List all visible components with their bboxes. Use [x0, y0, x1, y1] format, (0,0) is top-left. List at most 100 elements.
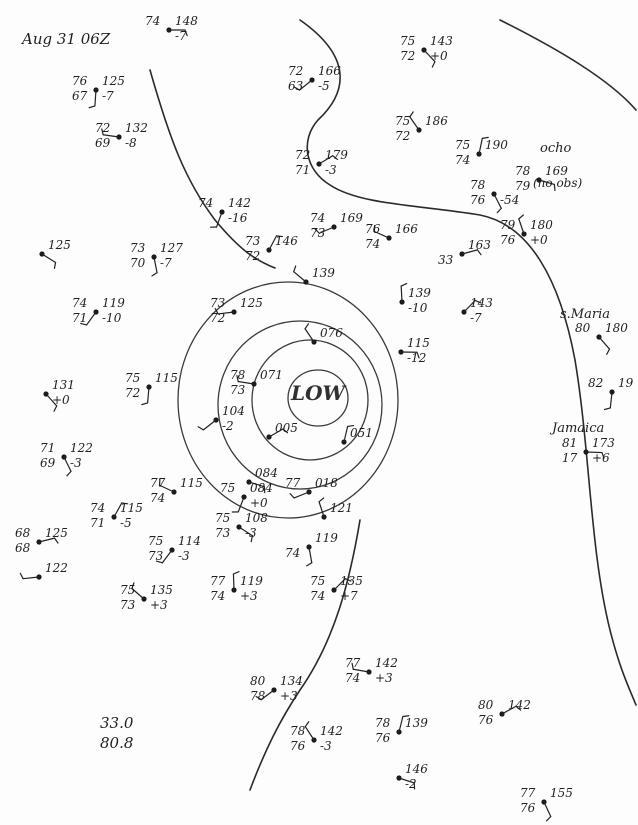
station-pressure: 132 [125, 121, 148, 135]
wind-barb [304, 725, 315, 741]
station-pressure: 143 [430, 34, 453, 48]
place-jamaica: Jamaica [549, 421, 604, 436]
station-pressure: 19 [618, 376, 634, 390]
wind-feather [318, 497, 325, 503]
station-dewpoint: 69 [40, 456, 56, 470]
station-pressure: 155 [550, 786, 573, 800]
wind-feather [80, 322, 88, 326]
wind-feather [409, 111, 414, 118]
station-s31: 005 [266, 421, 298, 440]
station-tendency: -3 [320, 739, 332, 753]
station-pressure: 122 [45, 561, 68, 575]
wind-barb [318, 501, 325, 518]
station-pressure: 127 [160, 241, 183, 255]
station-temp: 76 [365, 222, 381, 236]
station-pressure: 071 [260, 368, 283, 382]
station-s21: 139 [293, 265, 335, 285]
isobar-core [287, 369, 349, 427]
wind-barb [398, 777, 415, 784]
station-tendency: -12 [407, 351, 426, 365]
wind-barb [585, 451, 603, 454]
wind-feather [282, 428, 289, 434]
isobar-inner [251, 339, 369, 461]
station-temp: 77 [285, 476, 301, 490]
station-temp: 72 [288, 64, 303, 78]
wind-feather [431, 61, 436, 68]
station-temp: 74 [72, 296, 87, 310]
station-pressure: 115 [155, 371, 178, 385]
wind-barb [609, 391, 613, 409]
station-pressure: 146 [275, 234, 298, 248]
wind-barb [63, 456, 72, 472]
station-temp: 73 [245, 234, 261, 248]
wind-feather [250, 535, 254, 543]
station-temp: 78 [470, 178, 486, 192]
station-temp: 82 [588, 376, 603, 390]
station-temp: 78 [515, 164, 531, 178]
station-temp: 77 [150, 476, 166, 490]
wind-barb [318, 226, 335, 234]
station-pressure: 115 [120, 501, 143, 515]
front-line-west [149, 69, 276, 269]
wind-feather [155, 560, 163, 564]
station-tendency: -7 [102, 89, 114, 103]
station-dewpoint: 68 [15, 541, 31, 555]
center-latitude: 33.0 [100, 714, 134, 732]
station-s25: 131+0 [43, 378, 75, 412]
wind-barb [409, 116, 420, 131]
station-temp: 74 [198, 196, 213, 210]
station-pressure: 084 [250, 481, 273, 495]
station-temp: 72 [95, 121, 110, 135]
station-pressure: 139 [405, 716, 428, 730]
station-dewpoint: 73 [120, 598, 136, 612]
wind-barb [215, 211, 223, 228]
station-dewpoint: 74 [310, 589, 325, 603]
station-dewpoint: 74 [365, 237, 380, 251]
isobar-outer [177, 281, 399, 519]
wind-barb [304, 328, 315, 343]
wind-barb [518, 218, 525, 235]
station-temp: 74 [310, 211, 325, 225]
wind-barb [461, 249, 479, 255]
station-tendency: +7 [340, 589, 358, 603]
station-temp: 72 [295, 148, 310, 162]
wind-barb [293, 271, 307, 283]
station-pressure: 166 [318, 64, 341, 78]
station-dewpoint: 72 [210, 311, 225, 325]
wind-barb [131, 587, 145, 600]
station-temp: 78 [230, 368, 246, 382]
station-pressure: 125 [48, 238, 71, 252]
station-pressure: 169 [545, 164, 568, 178]
wind-feather [275, 235, 284, 238]
wind-barb [248, 481, 265, 488]
station-s43: 122 [19, 561, 68, 580]
station-temp: 75 [400, 34, 415, 48]
map-timestamp: Aug 31 06Z [20, 30, 111, 48]
center-longitude: 80.8 [100, 734, 133, 752]
wind-barb [478, 137, 483, 155]
station-tendency: -3 [325, 163, 337, 177]
station-temp: 77 [345, 656, 361, 670]
station-tendency: +3 [280, 689, 298, 703]
station-pressure: 166 [395, 222, 418, 236]
station-pressure: 135 [150, 583, 173, 597]
station-dewpoint: 71 [90, 516, 105, 530]
